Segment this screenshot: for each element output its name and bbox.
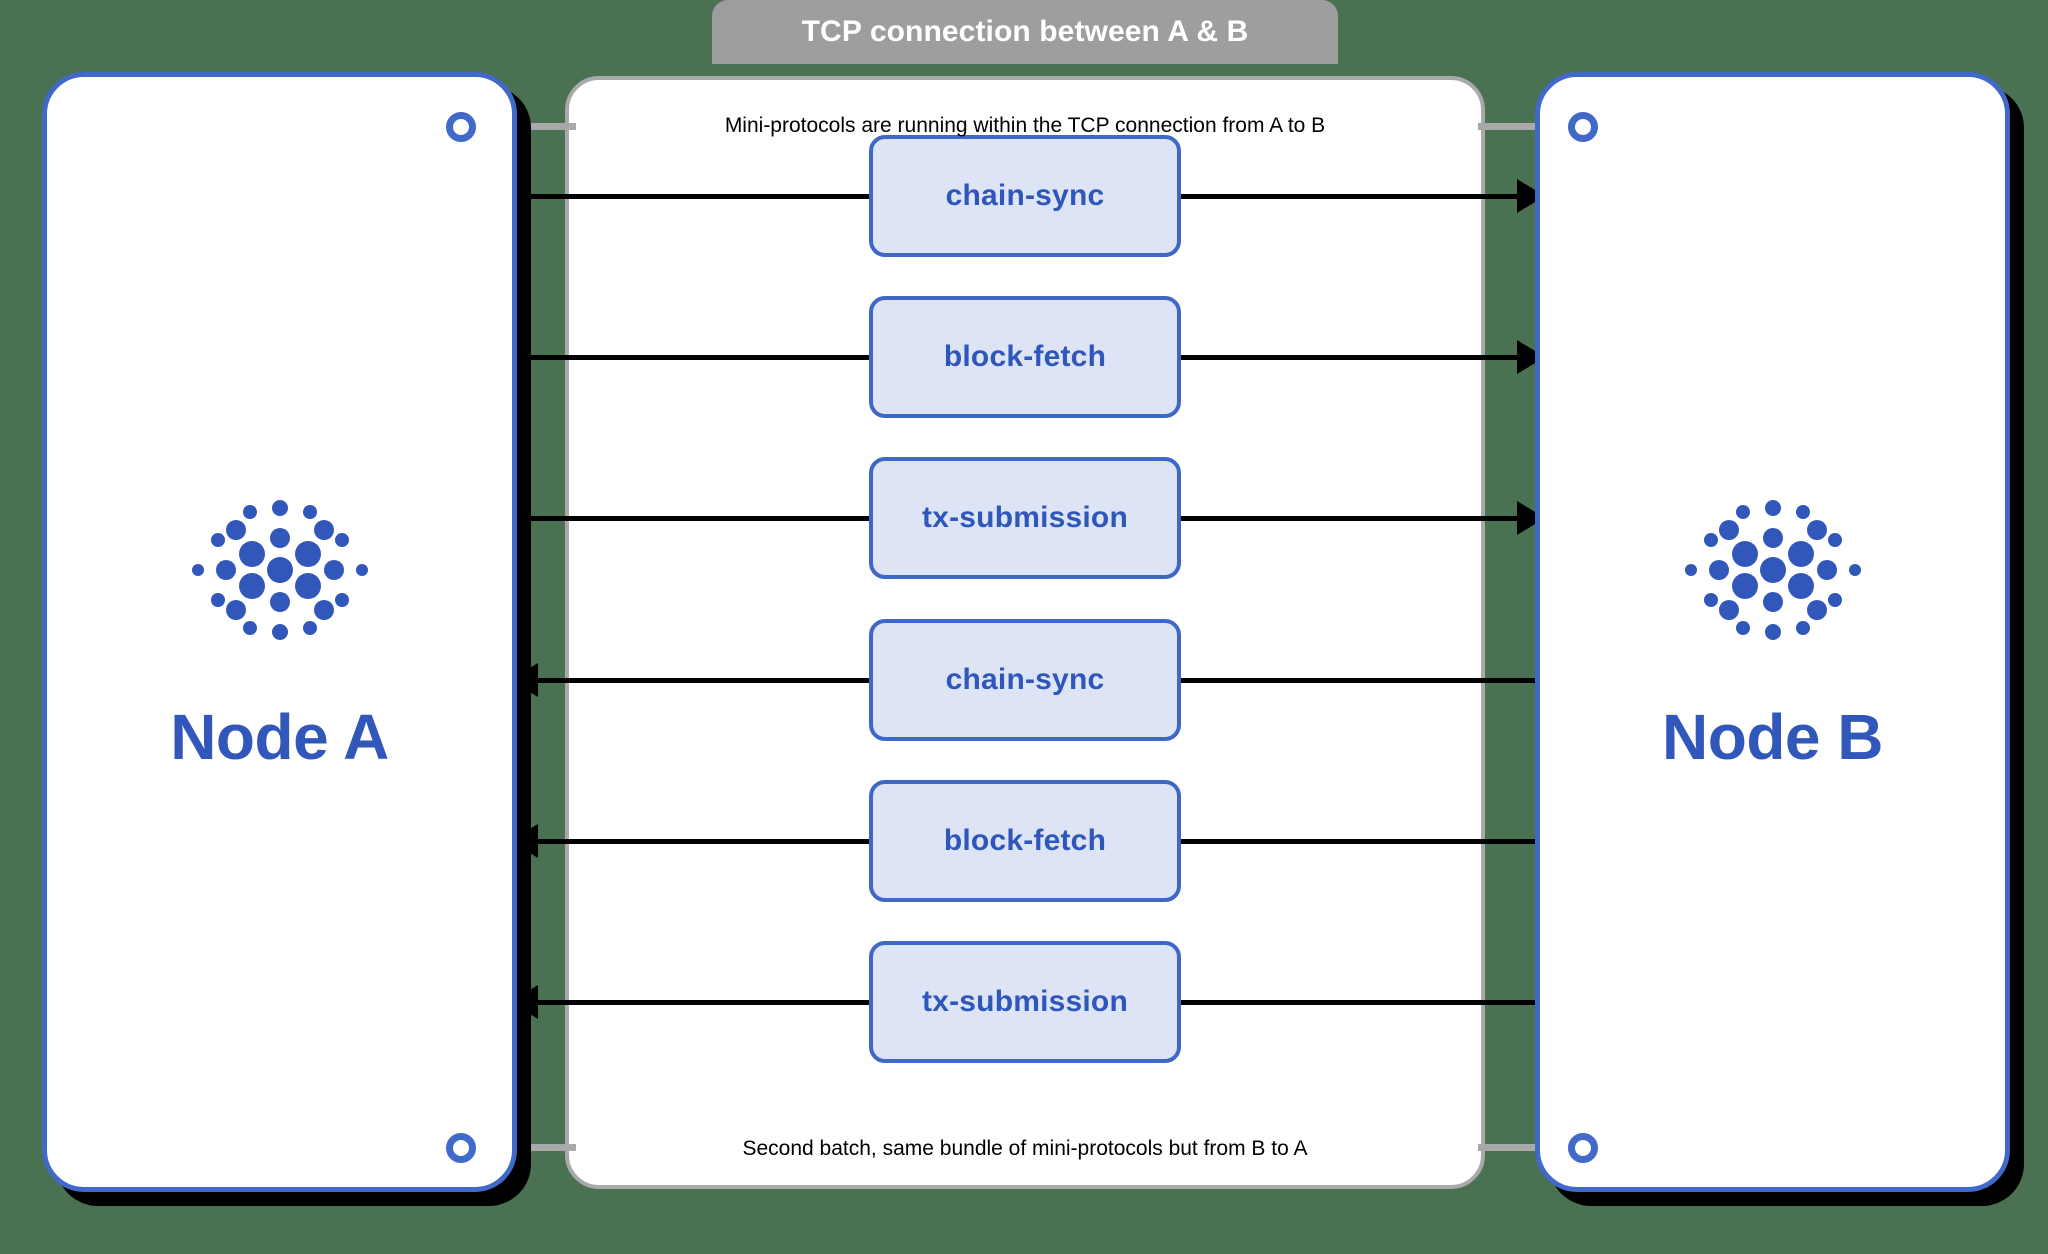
- node-b-content: Node B: [1662, 470, 1884, 774]
- flow-line-left: [510, 515, 869, 521]
- mini-protocol-label: block-fetch: [943, 824, 1107, 857]
- port-ring-node-b-bottom: [1568, 1133, 1598, 1163]
- flow-line-left: [510, 354, 869, 360]
- mini-protocol-box[interactable]: chain-sync: [869, 135, 1181, 257]
- port-ring-node-a-top: [446, 112, 476, 142]
- mini-protocol-box[interactable]: tx-submission: [869, 941, 1181, 1063]
- tcp-title-banner: TCP connection between A & B: [712, 0, 1338, 64]
- mini-protocol-label: chain-sync: [945, 663, 1105, 696]
- mini-protocol-box[interactable]: block-fetch: [869, 780, 1181, 902]
- node-b-label: Node B: [1662, 701, 1884, 773]
- caption-top: Mini-protocols are running within the TC…: [724, 114, 1326, 137]
- mini-protocol-label: tx-submission: [922, 985, 1128, 1018]
- flow-line-left: [538, 838, 869, 844]
- mini-protocol-box[interactable]: tx-submission: [869, 457, 1181, 579]
- flow-line-left: [538, 677, 869, 683]
- node-a-content: Node A: [170, 470, 389, 774]
- mini-protocol-label: tx-submission: [922, 501, 1128, 534]
- mini-protocol-box[interactable]: chain-sync: [869, 619, 1181, 741]
- port-lead-node-a-top: [470, 123, 576, 130]
- caption-bottom: Second batch, same bundle of mini-protoc…: [742, 1137, 1308, 1160]
- flow-line-right: [1181, 354, 1517, 360]
- port-ring-node-b-top: [1568, 112, 1598, 142]
- cardano-logo-icon: [1684, 500, 1861, 640]
- flow-line-right: [1181, 677, 1545, 683]
- port-lead-node-a-bottom: [470, 1144, 576, 1151]
- node-b-panel: Node B: [1535, 72, 2010, 1192]
- flow-line-right: [1181, 838, 1545, 844]
- node-a-label: Node A: [170, 701, 389, 773]
- flow-line-right: [1181, 999, 1545, 1005]
- flow-line-left: [538, 999, 869, 1005]
- mini-protocol-label: chain-sync: [945, 179, 1105, 212]
- flow-line-left: [510, 193, 869, 199]
- flow-line-right: [1181, 193, 1517, 199]
- flow-line-right: [1181, 515, 1517, 521]
- tcp-title-text: TCP connection between A & B: [801, 15, 1249, 48]
- cardano-logo-icon: [191, 500, 368, 640]
- node-a-panel: Node A: [42, 72, 517, 1192]
- mini-protocol-label: block-fetch: [943, 340, 1107, 373]
- mini-protocol-box[interactable]: block-fetch: [869, 296, 1181, 418]
- port-ring-node-a-bottom: [446, 1133, 476, 1163]
- port-lead-node-b-bottom: [1478, 1144, 1584, 1151]
- port-lead-node-b-top: [1478, 123, 1584, 130]
